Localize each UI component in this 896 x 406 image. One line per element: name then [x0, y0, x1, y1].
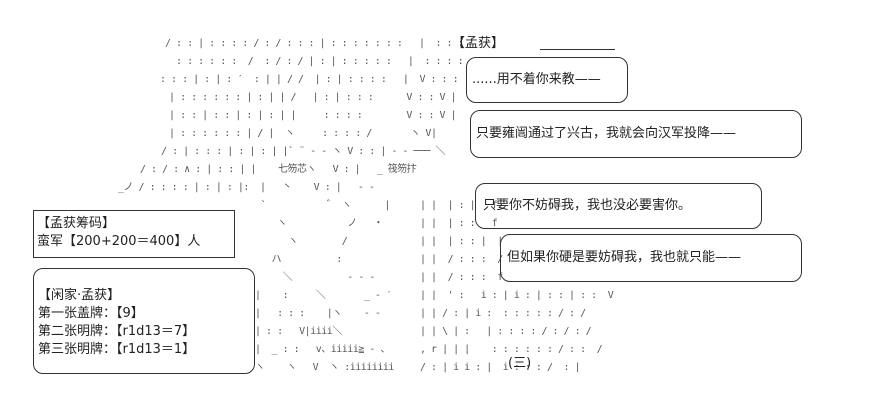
speech-text-2: 只要雍闿通过了兴古，我就会向汉军投降——: [476, 126, 737, 141]
speech-bubble-1: [466, 57, 628, 103]
ascii-art-line-3: : : : | : | : ′ : | | / / | : | : : : : …: [160, 74, 459, 85]
speech-text-3: 只要你不妨碍我，我也没必要害你。: [483, 198, 692, 213]
speech-bubble-3: [475, 183, 762, 229]
ascii-art-line-13: ハ :: [255, 254, 343, 265]
ascii-art-line-19: ヽ ヽ V ヽ :iiiiiiii: [255, 362, 394, 373]
ascii-art-line-17: | : : V|iiii＼: [255, 326, 342, 337]
ascii-art-right-5: | | / : : : f: [420, 272, 503, 283]
ascii-art-right-10: / : | i i : | i : : : / : |: [420, 362, 581, 373]
ascii-art-line-4: | : : : : : : | : | | / | : | : : : V : …: [158, 92, 457, 103]
ascii-art-line-1: / : : | : : : : / : / : : : | : : : : : …: [165, 38, 464, 49]
status-row-3: 第三张明牌：【r1d13＝1】: [38, 342, 196, 357]
status-row-1: 第一张盖牌：【9】: [38, 306, 144, 321]
ascii-art-right-7: | | / : | i : : : : : : / : /: [420, 308, 586, 319]
page-marker: (三): [508, 356, 532, 371]
status-title: 【闲家·孟获】: [38, 288, 121, 303]
ascii-art-line-16: | : : : |ヽ ‐ ‐: [255, 308, 381, 319]
speaker-name: 【孟获】: [452, 36, 505, 51]
status-row-2: 第二张明牌：【r1d13＝7】: [38, 324, 196, 339]
chips-title: 【孟获筹码】: [37, 216, 116, 231]
ascii-art-line-9: _ノ / : : : : | : | : |: | 丶 V : | - ‐: [118, 182, 375, 193]
ascii-art-line-11: ヽ ノ ・: [255, 218, 383, 229]
ascii-art-right-3: | | | : : | |: [420, 236, 503, 247]
ascii-art-line-5: | : : | : : | : | : | | : : : : V : : V …: [158, 110, 457, 121]
ascii-art-right-6: | | ' : i : | i : | : : | : : V: [420, 290, 614, 301]
ascii-art-right-8: | | \ | : | : : : : / : / : /: [420, 326, 592, 337]
chips-panel: [33, 210, 235, 258]
ascii-art-right-4: | | / : : : /: [420, 254, 503, 265]
ascii-art-line-10: ` ゛ ヽ |: [255, 200, 391, 211]
chips-value: 蛮军【200+200＝400】人: [37, 234, 201, 249]
ascii-art-line-6: | : : : : : : | / | ヽ : : : : / ヽ V|: [158, 128, 437, 139]
ascii-art-line-15: | : ＼ _ - ′: [255, 290, 392, 301]
ascii-art-line-18: | _ : : v、iiiii≧ - 、: [255, 344, 390, 355]
ascii-art-right-1: | | | : | f: [420, 200, 498, 211]
speech-bubble-4: [500, 234, 802, 282]
ascii-art-line-7: / : | : : : | : | : | |` ¨ - - ヽ V : : |…: [150, 146, 446, 157]
speaker-underline: [540, 49, 615, 50]
ascii-art-right-9: , r | | | : : : : : : / : : /: [420, 344, 603, 355]
speech-bubble-2: [470, 110, 802, 158]
status-panel: [33, 268, 255, 374]
ascii-art-line-8: / : / : ∧ : | : : | | 七笏芯ヽ V : | _ 筏笏抃: [140, 164, 417, 175]
speech-text-1: ......用不着你来教——: [472, 72, 601, 87]
speech-text-4: 但如果你硬是要妨碍我，我也就只能——: [507, 250, 742, 265]
ascii-art-right-2: | | | : : f: [420, 218, 498, 229]
ascii-art-line-12: ヽ /: [255, 236, 348, 247]
ascii-art-line-2: : : : : : : / : / : / | : | : : : : : | …: [165, 56, 464, 67]
ascii-art-line-14: ＼ ‐ - -: [255, 272, 376, 283]
